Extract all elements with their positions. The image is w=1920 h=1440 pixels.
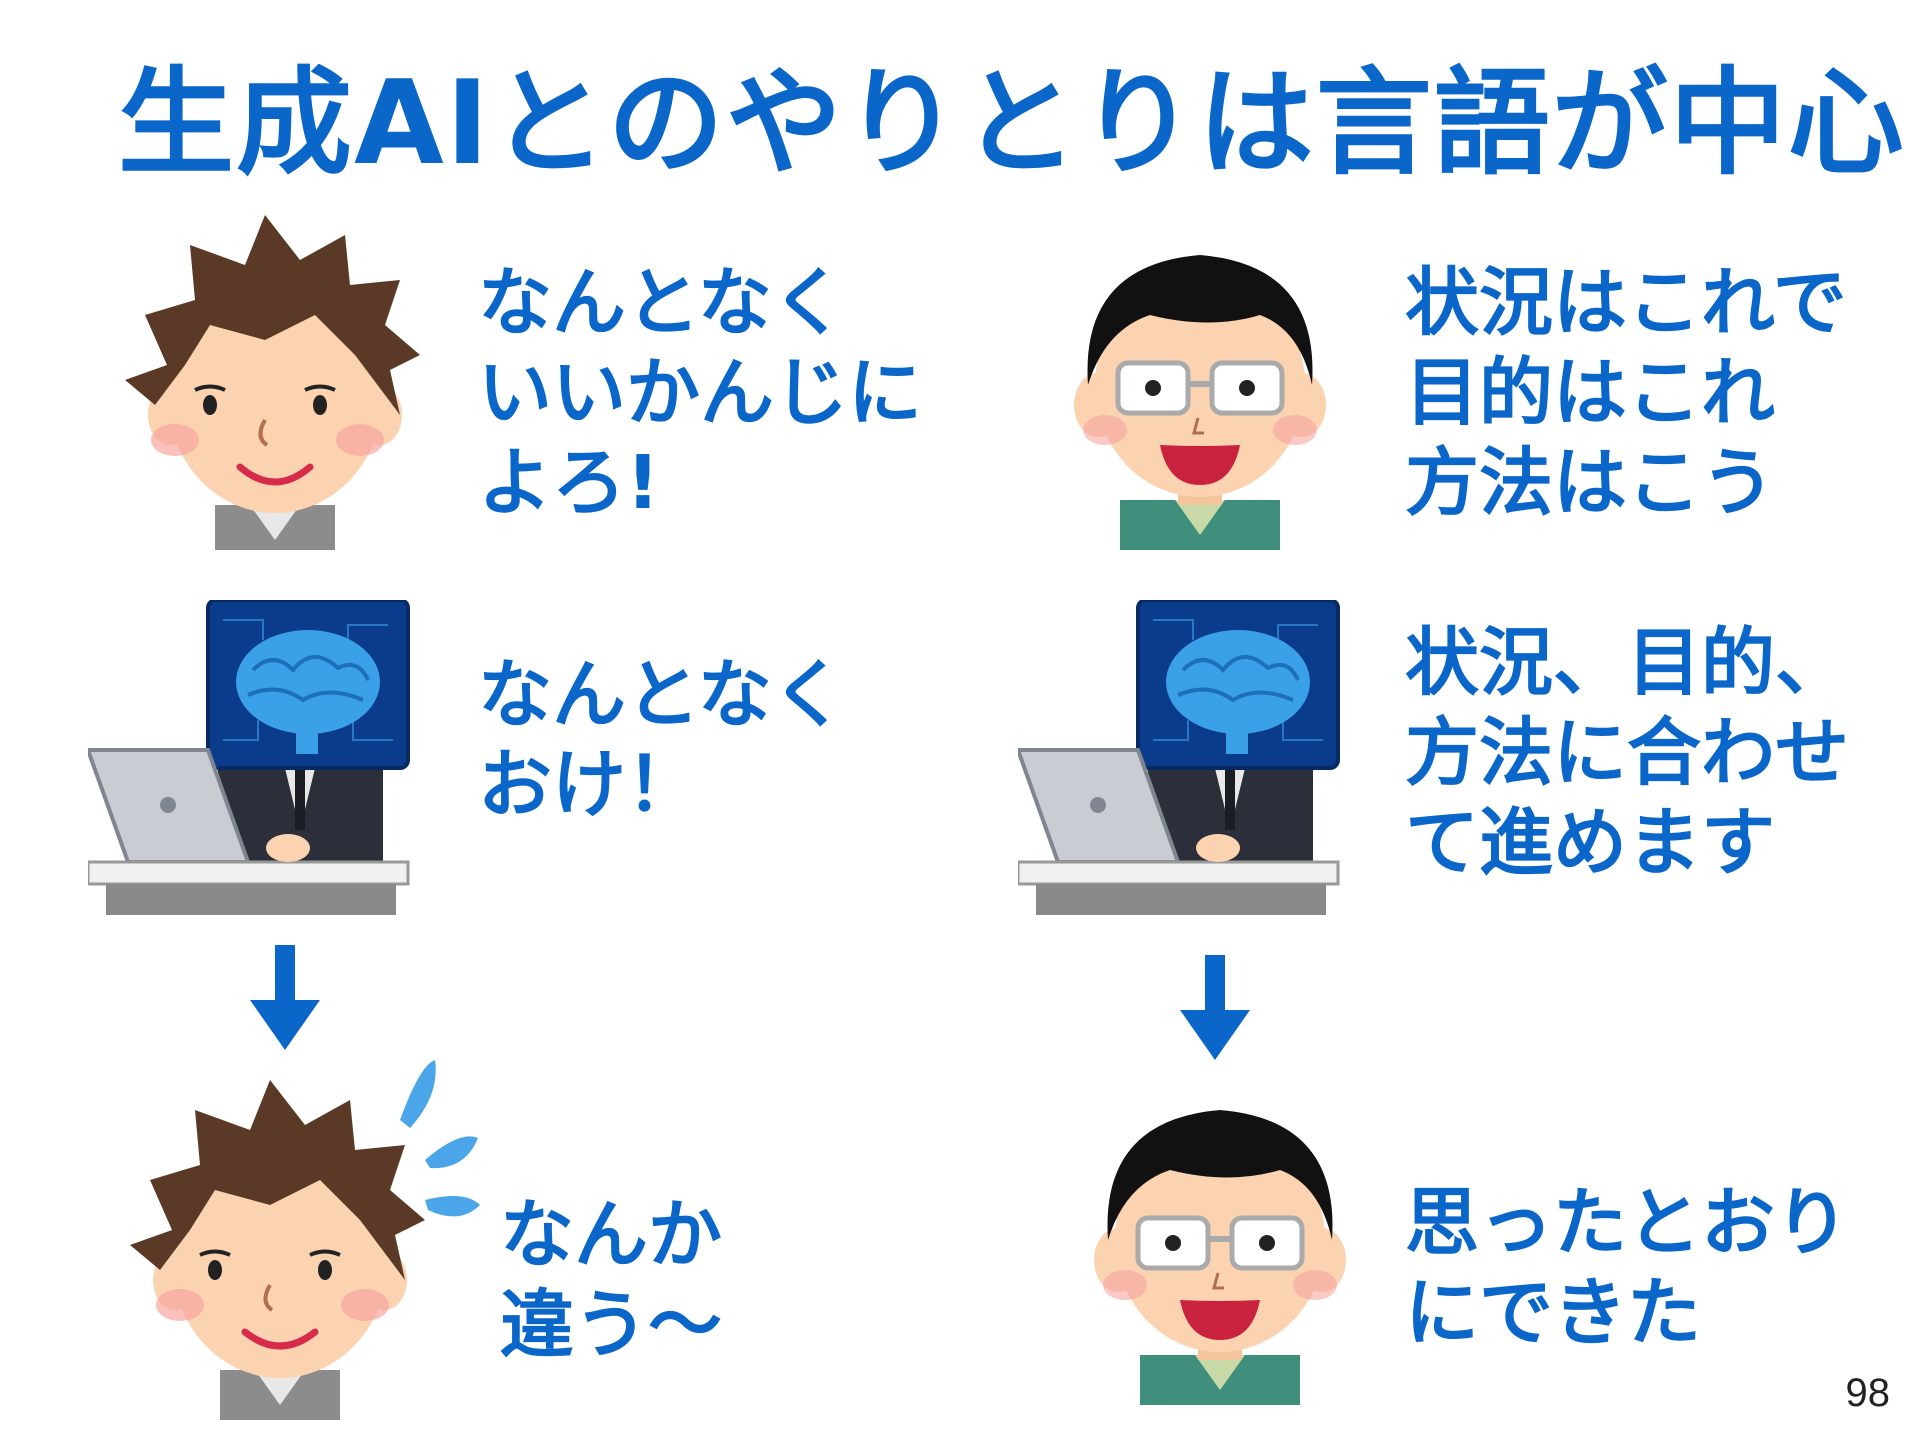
ai-formal-reply-text: 状況、目的、 方法に合わせ て進めます bbox=[1405, 620, 1849, 886]
casual-person-illustration bbox=[125, 215, 420, 550]
confused-result-text: なんか 違う～ bbox=[500, 1192, 722, 1368]
satisfied-formal-person-illustration bbox=[1094, 1110, 1346, 1405]
casual-prompt-text: なんとなく いいかんじに よろ! bbox=[478, 260, 922, 526]
down-arrow-icon-right bbox=[1180, 955, 1250, 1060]
sweat-drops-icon bbox=[400, 1060, 480, 1217]
formal-person-illustration bbox=[1074, 255, 1326, 550]
page-number: 98 bbox=[1845, 1371, 1891, 1415]
slide-title: 生成AIとのやりとりは言語が中心 bbox=[118, 56, 1906, 191]
ai-casual-reply-text: なんとなく おけ！ bbox=[478, 652, 846, 828]
ai-worker-illustration bbox=[88, 600, 410, 915]
down-arrow-icon bbox=[250, 945, 320, 1050]
satisfied-result-text: 思ったとおり にできた bbox=[1405, 1180, 1849, 1356]
ai-worker-illustration-right bbox=[1018, 600, 1340, 915]
confused-casual-person-illustration bbox=[130, 1060, 480, 1420]
formal-prompt-text: 状況はこれで 目的はこれ 方法はこう bbox=[1405, 260, 1847, 526]
